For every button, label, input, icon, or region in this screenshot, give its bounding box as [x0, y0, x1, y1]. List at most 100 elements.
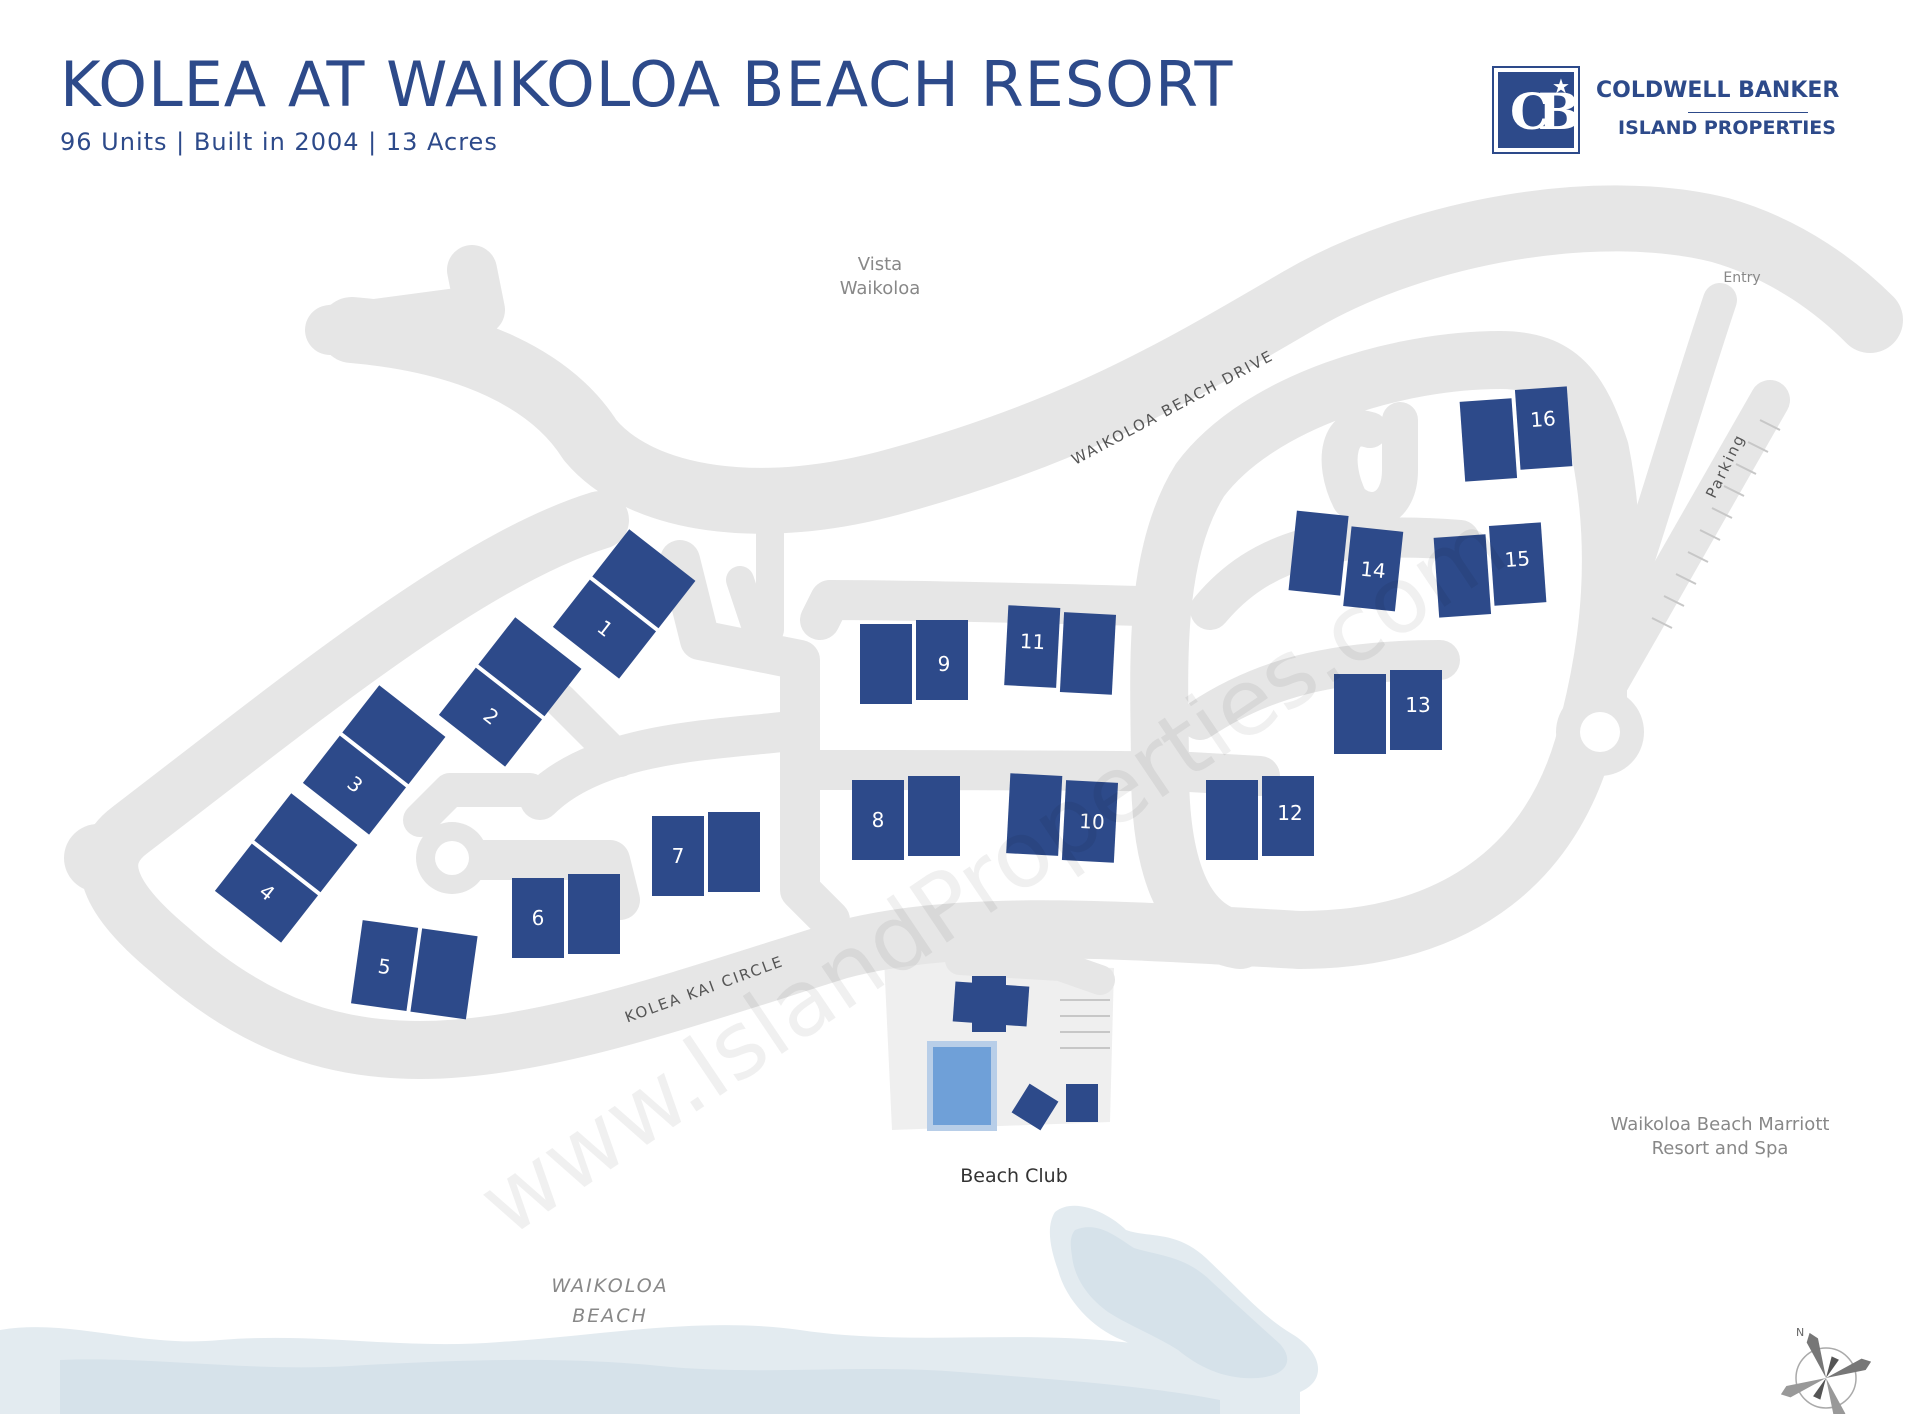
- building-2-unit-a: [478, 617, 582, 717]
- building-15-unit-a: [1433, 534, 1492, 618]
- building-7-unit-a: [652, 816, 704, 896]
- road-entry: [1593, 283, 1737, 737]
- building-2[interactable]: 2: [438, 617, 582, 767]
- building-10-label: 10: [1079, 809, 1106, 834]
- building-12-label: 12: [1277, 801, 1302, 825]
- building-4-unit-a: [254, 793, 358, 893]
- building-10-unit-a: [1006, 773, 1063, 856]
- building-9[interactable]: 9: [860, 620, 968, 704]
- marriott-label-1: Waikoloa Beach Marriott: [1611, 1114, 1830, 1135]
- building-7[interactable]: 7: [652, 812, 760, 896]
- building-8-label: 8: [872, 808, 885, 832]
- building-3[interactable]: 3: [302, 685, 446, 835]
- buildings: 1 2 3 4 5 6 7: [214, 386, 1573, 1131]
- compass-north-label: N: [1796, 1326, 1804, 1339]
- entry-label: Entry: [1723, 270, 1760, 286]
- building-11-label: 11: [1019, 629, 1046, 654]
- building-12[interactable]: 12: [1206, 776, 1314, 860]
- building-12-unit-b: [1262, 776, 1314, 856]
- building-12-unit-a: [1206, 780, 1258, 860]
- road-inner-3: [780, 750, 1280, 796]
- compass-rose-icon: N: [1780, 1326, 1872, 1414]
- cul-de-sac-left: [64, 824, 132, 892]
- beach-club-cabana: [1011, 1083, 1059, 1131]
- building-16[interactable]: 16: [1459, 386, 1573, 482]
- building-1[interactable]: 1: [552, 529, 696, 679]
- building-7-label: 7: [672, 844, 685, 868]
- building-5[interactable]: 5: [351, 920, 478, 1020]
- building-6-unit-b: [568, 874, 620, 954]
- vista-waikoloa-label-2: Waikoloa: [840, 278, 921, 299]
- building-8[interactable]: 8: [852, 776, 960, 860]
- building-13-unit-a: [1334, 674, 1386, 754]
- building-10-unit-b: [1061, 780, 1119, 863]
- building-2-unit-b: [438, 667, 543, 767]
- building-9-unit-a: [860, 624, 912, 704]
- building-13-unit-b: [1390, 670, 1442, 750]
- building-5-unit-b: [410, 928, 478, 1020]
- building-4[interactable]: 4: [214, 793, 358, 943]
- building-13[interactable]: 13: [1334, 670, 1442, 754]
- lagoon-inner: [1070, 1227, 1288, 1379]
- building-3-unit-b: [302, 735, 407, 835]
- parking-stalls: [1060, 419, 1781, 1049]
- building-7-unit-b: [708, 812, 760, 892]
- building-6-unit-a: [512, 878, 564, 958]
- building-6[interactable]: 6: [512, 874, 620, 958]
- coldwell-banker-logo: CB★ COLDWELL BANKER ISLAND PROPERTIES: [1492, 66, 1882, 154]
- road-inner-8: [1180, 640, 1460, 740]
- road-inner-4: [520, 710, 820, 820]
- road-waikoloa-beach-drive: [319, 185, 1903, 534]
- beach-club-label: Beach Club: [960, 1165, 1068, 1187]
- building-1-unit-b: [552, 579, 657, 679]
- logo-line-2: ISLAND PROPERTIES: [1618, 117, 1836, 139]
- logo-line-1: COLDWELL BANKER: [1596, 78, 1840, 103]
- road-beach-club-access: [945, 915, 1115, 995]
- building-15-label: 15: [1504, 546, 1531, 572]
- beach-club-shed: [1066, 1084, 1098, 1122]
- road-inner-2: [800, 580, 1190, 640]
- page-title: KOLEA AT WAIKOLOA BEACH RESORT: [60, 48, 1234, 121]
- building-16-label: 16: [1529, 406, 1556, 432]
- building-14-unit-a: [1288, 510, 1349, 596]
- vista-waikoloa-label-1: Vista: [858, 254, 902, 275]
- waikoloa-beach-label-2: BEACH: [572, 1305, 648, 1327]
- waikoloa-beach-label-1: WAIKOLOA: [551, 1275, 668, 1297]
- building-1-unit-a: [592, 529, 696, 629]
- building-14[interactable]: 14: [1287, 510, 1404, 612]
- building-11-unit-b: [1059, 612, 1117, 695]
- building-11-unit-a: [1004, 605, 1061, 688]
- building-9-label: 9: [938, 652, 951, 676]
- road-inner-7: [543, 683, 637, 777]
- building-16-unit-b: [1514, 386, 1573, 470]
- building-15[interactable]: 15: [1433, 522, 1547, 618]
- road-drive-cut: [726, 496, 784, 654]
- cb-logo-icon: CB★: [1492, 66, 1580, 154]
- roundabout-island: [435, 841, 469, 875]
- building-5-unit-a: [351, 920, 419, 1012]
- ocean-inner: [60, 1359, 1220, 1414]
- building-3-unit-a: [342, 685, 446, 785]
- road-parking: [1590, 380, 1790, 700]
- building-11[interactable]: 11: [1004, 605, 1117, 695]
- building-14-label: 14: [1359, 557, 1387, 584]
- building-15-unit-b: [1488, 522, 1547, 606]
- road-kolea-kai-circle: [80, 331, 1640, 1079]
- building-14-unit-b: [1343, 526, 1404, 612]
- building-5-label: 5: [376, 954, 392, 980]
- building-16-unit-a: [1459, 398, 1518, 482]
- road-inner-6: [403, 773, 547, 837]
- building-6-label: 6: [532, 906, 545, 930]
- building-4-unit-b: [214, 843, 319, 943]
- cul-de-sac-entry-inner: [1580, 712, 1620, 752]
- building-13-label: 13: [1405, 693, 1430, 717]
- building-10[interactable]: 10: [1006, 773, 1119, 863]
- road-inner-10: [1321, 402, 1418, 528]
- building-8-unit-b: [908, 776, 960, 856]
- building-8-unit-a: [852, 780, 904, 860]
- marriott-label-2: Resort and Spa: [1652, 1138, 1789, 1159]
- road-inner-1: [660, 540, 850, 940]
- page-subtitle: 96 Units | Built in 2004 | 13 Acres: [60, 128, 498, 156]
- road-top-left-spur: [305, 245, 505, 355]
